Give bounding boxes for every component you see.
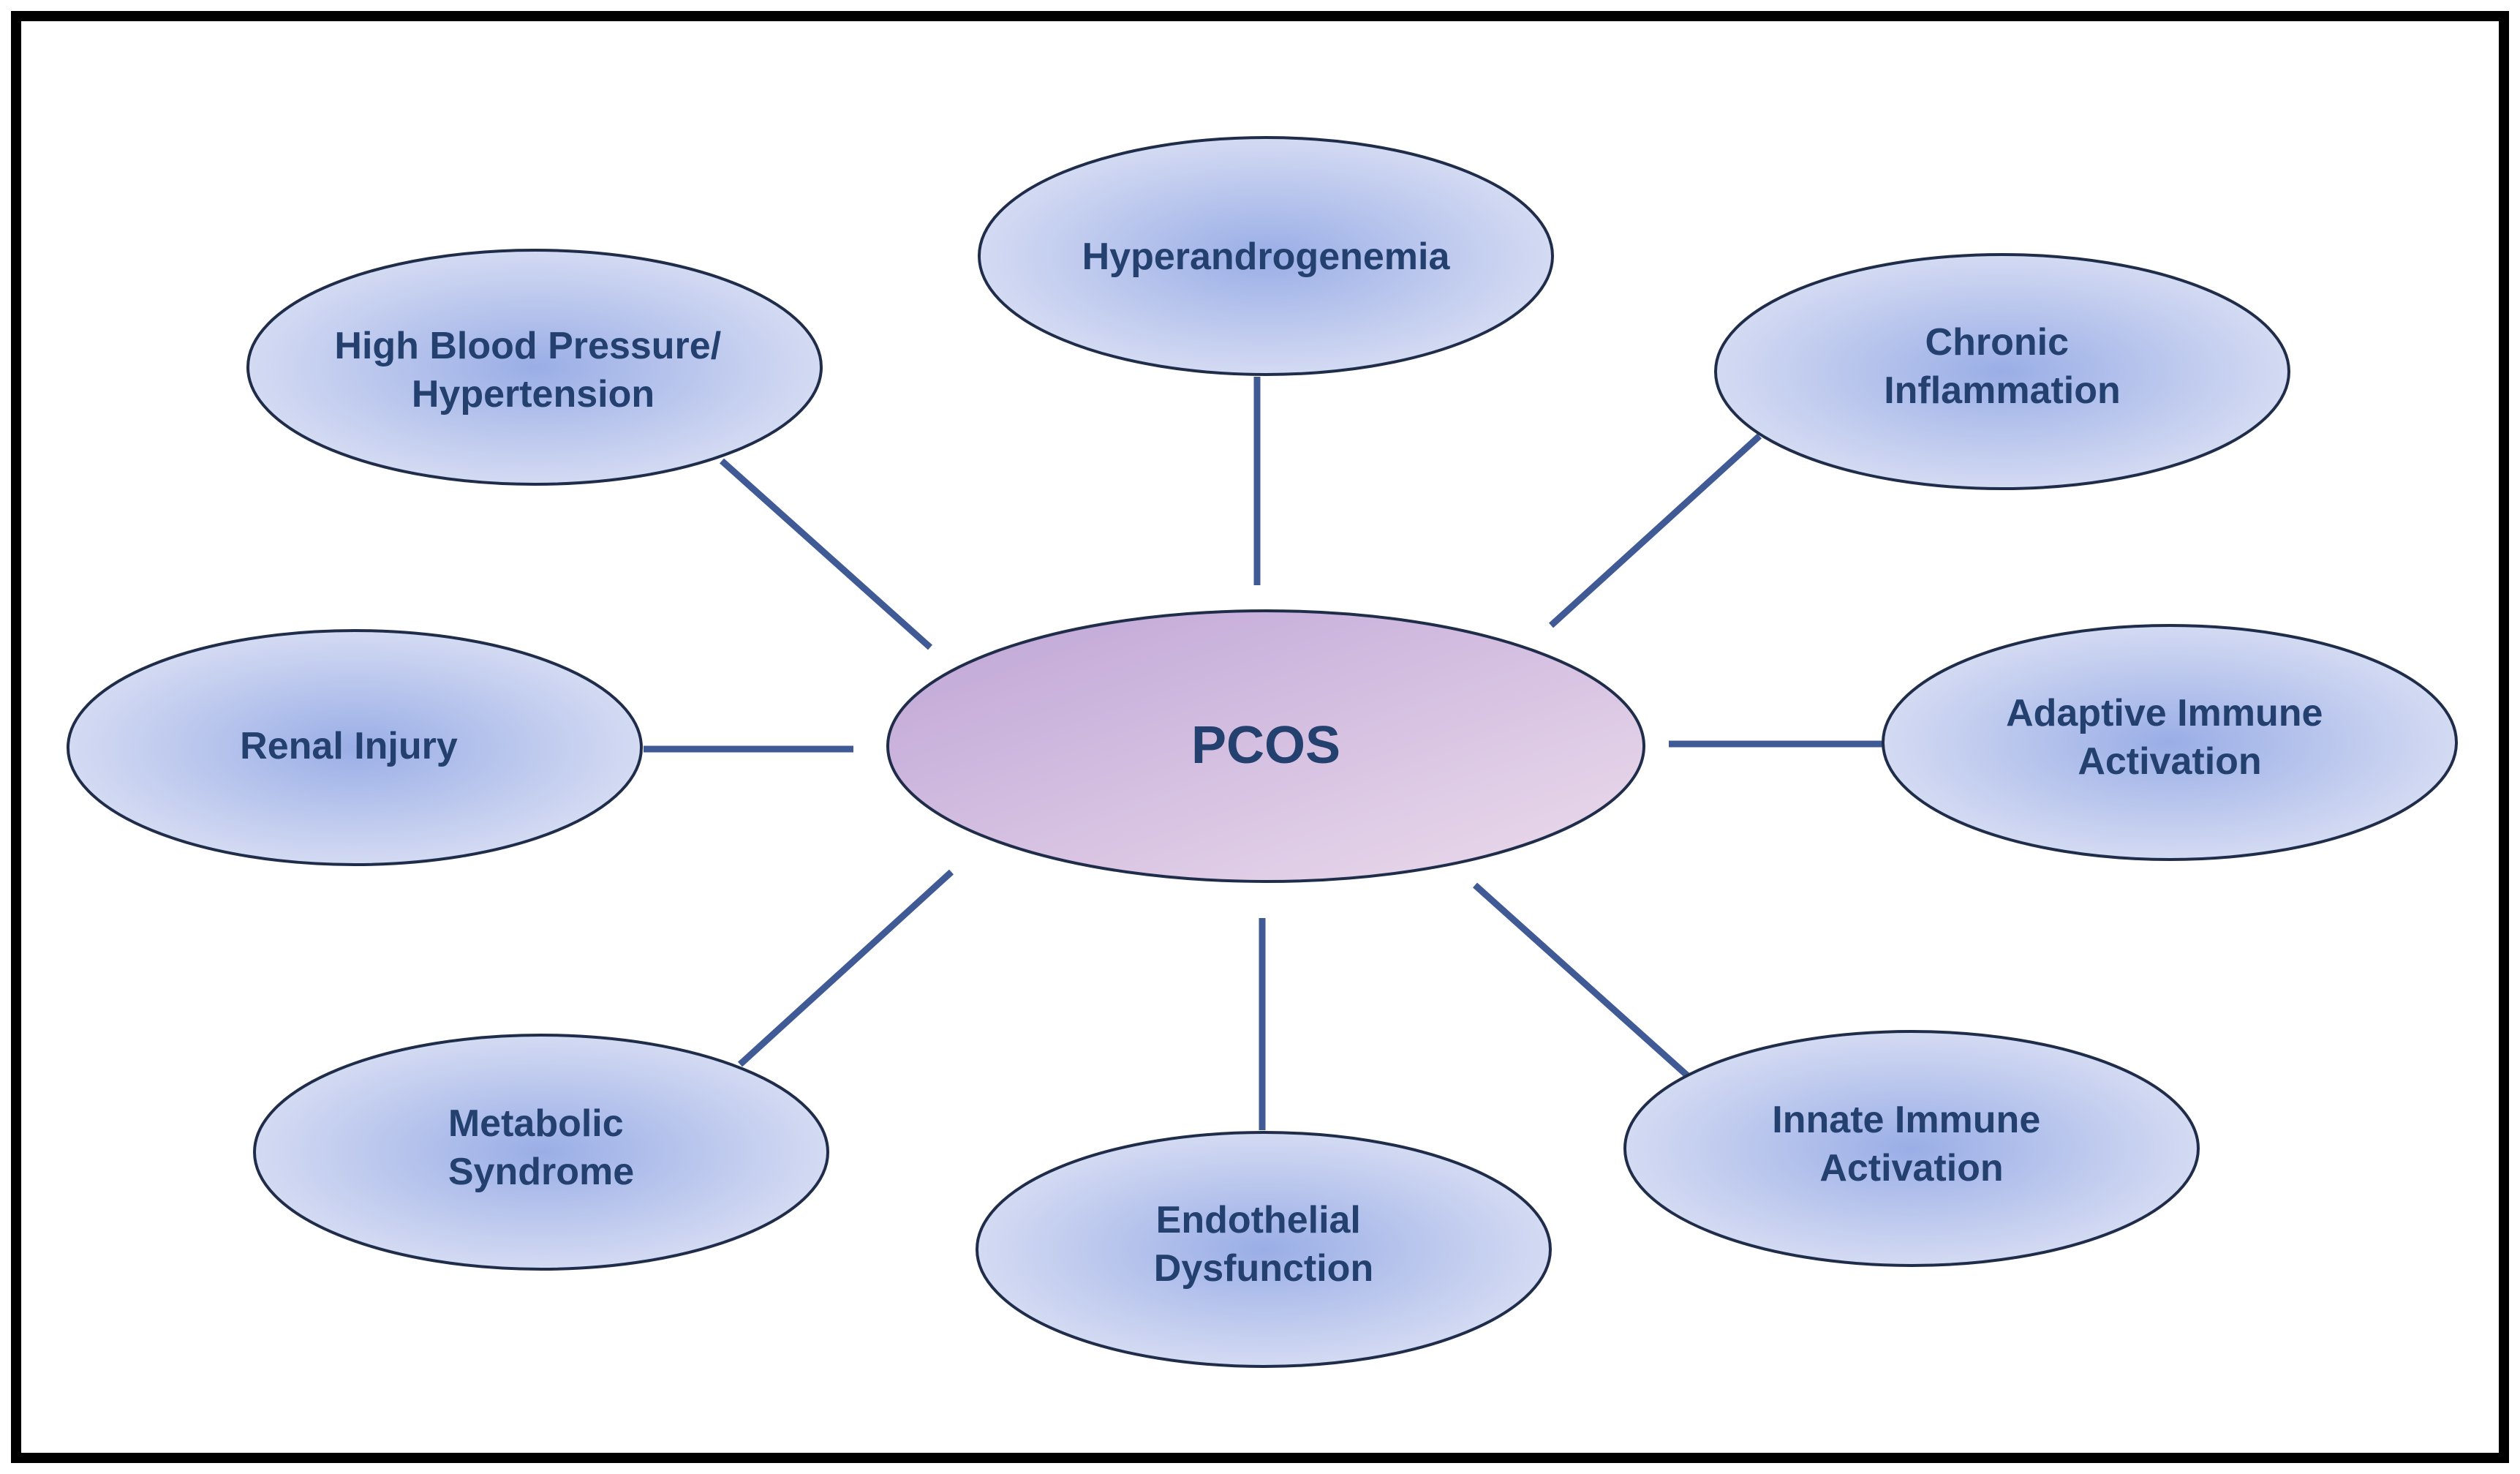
- node-renal-injury: Renal Injury: [67, 629, 643, 866]
- center-node-ellipse: [886, 609, 1645, 883]
- node-innate-immune-activation: Innate Immune Activation: [1623, 1030, 2200, 1267]
- connectors: [644, 377, 1883, 1130]
- connector-chronic-inflammation: [1548, 433, 1762, 628]
- node-adaptive-immune-activation-ellipse: [1882, 624, 2458, 861]
- node-adaptive-immune-activation: Adaptive Immune Activation: [1882, 624, 2458, 861]
- node-endothelial-dysfunction: Endothelial Dysfunction: [976, 1131, 1552, 1368]
- node-metabolic-syndrome: Metabolic Syndrome: [253, 1034, 829, 1271]
- center-node-label: PCOS: [1191, 716, 1340, 775]
- node-metabolic-syndrome-label: Metabolic Syndrome: [448, 1102, 634, 1193]
- node-hyperandrogenemia: Hyperandrogenemia: [978, 136, 1554, 376]
- node-endothelial-dysfunction-ellipse: [976, 1131, 1552, 1368]
- node-endothelial-dysfunction-label: Endothelial Dysfunction: [1154, 1199, 1373, 1290]
- node-innate-immune-activation-label: Innate Immune Activation: [1772, 1099, 2051, 1189]
- node-adaptive-immune-activation-label: Adaptive Immune Activation: [2006, 692, 2334, 783]
- node-high-blood-pressure-label: High Blood Pressure/ Hypertension: [334, 325, 731, 415]
- node-renal-injury-label: Renal Injury: [240, 725, 458, 767]
- connector-innate-immune-activation: [1472, 882, 1690, 1078]
- node-hyperandrogenemia-label: Hyperandrogenemia: [1082, 236, 1451, 278]
- center-node: PCOS: [886, 609, 1645, 883]
- node-chronic-inflammation-ellipse: [1714, 253, 2290, 490]
- connector-metabolic-syndrome: [737, 869, 954, 1067]
- connector-high-blood-pressure: [719, 458, 933, 650]
- node-renal-injury-ellipse: [67, 629, 643, 866]
- node-metabolic-syndrome-ellipse: [253, 1034, 829, 1271]
- node-high-blood-pressure: High Blood Pressure/ Hypertension: [246, 249, 823, 486]
- node-high-blood-pressure-ellipse: [246, 249, 823, 486]
- node-chronic-inflammation: Chronic Inflammation: [1714, 253, 2290, 490]
- node-hyperandrogenemia-ellipse: [978, 136, 1554, 376]
- node-innate-immune-activation-ellipse: [1623, 1030, 2200, 1267]
- node-chronic-inflammation-label: Chronic Inflammation: [1884, 321, 2121, 412]
